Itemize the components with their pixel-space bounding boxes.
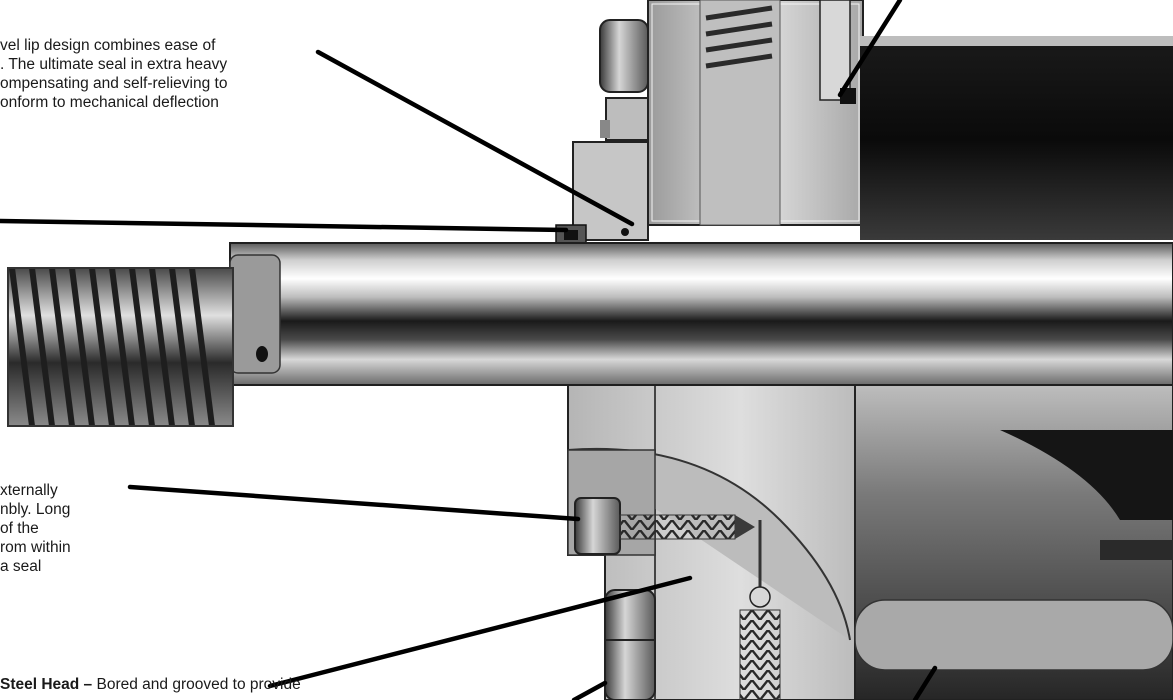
leader-lip-seal [315, 49, 635, 227]
tie-rod-nut-lower [604, 589, 656, 700]
retainer-screw [574, 497, 755, 555]
lip-seal-line-1: vel lip design combines ease of [0, 37, 216, 54]
retainer-plate-upper [555, 141, 649, 246]
retainer-caption: xternally nbly. Long of the rom within a… [0, 481, 71, 576]
steel-head-text: Bored and grooved to provide [92, 676, 301, 693]
lip-seal-line-4: onform to mechanical deflection [0, 94, 219, 111]
check-valve-spring [739, 586, 781, 700]
leader-top [837, 0, 903, 98]
tie-rod-nut-upper [599, 19, 649, 141]
lip-seal-line-2: . The ultimate seal in extra heavy [0, 56, 228, 73]
lip-seal-line-3: ompensating and self-relieving to [0, 75, 228, 92]
leader-left-seal [0, 218, 569, 233]
rod-thread [7, 267, 234, 427]
retainer-line-3: of the [0, 520, 39, 537]
leader-nut-bottom [571, 680, 608, 700]
retainer-line-5: a seal [0, 558, 42, 575]
steel-head-caption: Steel Head – Bored and grooved to provid… [0, 675, 301, 694]
steel-head-title: Steel Head – [0, 676, 93, 693]
retainer-line-4: rom within [0, 539, 71, 556]
piston-rod [229, 242, 1173, 386]
retainer-line-2: nbly. Long [0, 501, 71, 518]
cylinder-tube-lower [854, 354, 1173, 700]
leader-lines [0, 0, 938, 700]
leader-tube-bottom [912, 665, 938, 700]
retainer-line-1: xternally [0, 482, 58, 499]
barrel-upper [819, 0, 1173, 240]
leader-retainer [127, 484, 581, 522]
lip-seal-caption: vel lip design combines ease of . The ul… [0, 36, 227, 112]
leader-head [267, 575, 693, 689]
